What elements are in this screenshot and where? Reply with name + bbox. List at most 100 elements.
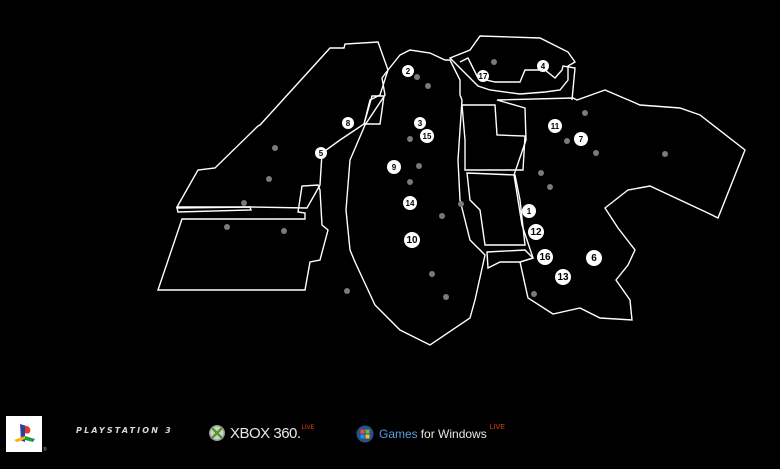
item-dot bbox=[416, 163, 422, 169]
map-marker-label: 11 bbox=[551, 122, 560, 131]
map-region-bridge bbox=[466, 172, 526, 246]
map-marker-circle[interactable] bbox=[537, 249, 553, 265]
item-dot bbox=[458, 201, 464, 207]
map-marker-label: 8 bbox=[346, 119, 351, 128]
playstation-logo-icon bbox=[6, 416, 42, 452]
map-region-top-loop bbox=[448, 35, 577, 95]
item-dot bbox=[224, 224, 230, 230]
item-dots bbox=[224, 59, 668, 300]
map-marker-label: 6 bbox=[591, 253, 597, 264]
map-marker-circle[interactable] bbox=[537, 60, 549, 72]
item-dot bbox=[272, 145, 278, 151]
map-marker-circle[interactable] bbox=[387, 160, 401, 174]
item-dot bbox=[407, 136, 413, 142]
item-dot bbox=[281, 228, 287, 234]
gfw-live-label: LIVE bbox=[489, 424, 505, 431]
playstation-symbol-icon bbox=[6, 416, 42, 452]
map-marker-6[interactable]: 6 bbox=[586, 250, 602, 266]
playstation3-wordmark: PLAYSTATION 3 bbox=[76, 426, 173, 435]
map-marker-label: 13 bbox=[557, 272, 569, 283]
xbox-live-label: LIVE bbox=[301, 425, 315, 431]
map-marker-circle[interactable] bbox=[548, 119, 562, 133]
map-marker-circle[interactable] bbox=[528, 224, 544, 240]
map-marker-label: 7 bbox=[579, 135, 584, 144]
games-label: Games bbox=[379, 427, 418, 441]
map-marker-15[interactable]: 15 bbox=[420, 129, 434, 143]
map-marker-label: 15 bbox=[423, 132, 432, 141]
map-marker-circle[interactable] bbox=[477, 70, 489, 82]
map-marker-circle[interactable] bbox=[315, 147, 327, 159]
map-region-lower-bridge bbox=[486, 249, 535, 270]
map-region-top-loop-inner bbox=[459, 57, 576, 101]
map-marker-label: 4 bbox=[541, 62, 546, 71]
map-marker-label: 3 bbox=[418, 119, 423, 128]
registered-mark: ® bbox=[43, 447, 47, 453]
map-marker-3[interactable]: 3 bbox=[414, 117, 426, 129]
map-marker-label: 14 bbox=[406, 199, 415, 208]
xbox360-wordmark: XBOX 360. bbox=[230, 424, 301, 442]
map-region-left-strip bbox=[175, 41, 389, 209]
map-marker-circle[interactable] bbox=[402, 65, 414, 77]
map-region-east bbox=[496, 89, 746, 321]
map-marker-7[interactable]: 7 bbox=[574, 132, 588, 146]
map-marker-label: 1 bbox=[527, 207, 532, 216]
item-dot bbox=[593, 150, 599, 156]
item-dot bbox=[241, 200, 247, 206]
map-marker-label: 9 bbox=[392, 163, 397, 172]
map-marker-circle[interactable] bbox=[420, 129, 434, 143]
map-marker-circle[interactable] bbox=[414, 117, 426, 129]
xbox-orb-icon bbox=[209, 425, 225, 441]
map-marker-11[interactable]: 11 bbox=[548, 119, 562, 133]
map-marker-label: 5 bbox=[319, 149, 324, 158]
item-dot bbox=[344, 288, 350, 294]
map-marker-14[interactable]: 14 bbox=[403, 196, 417, 210]
windows-orb-icon bbox=[356, 425, 374, 443]
item-dot bbox=[414, 74, 420, 80]
map-region-central bbox=[345, 49, 486, 346]
map-marker-10[interactable]: 10 bbox=[404, 232, 420, 248]
games-for-windows-live-logo: Games for Windows LIVE bbox=[356, 424, 505, 443]
map-marker-9[interactable]: 9 bbox=[387, 160, 401, 174]
map-marker-circle[interactable] bbox=[403, 196, 417, 210]
item-dot bbox=[547, 184, 553, 190]
map-marker-circle[interactable] bbox=[574, 132, 588, 146]
map-marker-1[interactable]: 1 bbox=[522, 204, 536, 218]
item-dot bbox=[407, 179, 413, 185]
item-dot bbox=[564, 138, 570, 144]
map-marker-13[interactable]: 13 bbox=[555, 269, 571, 285]
item-dot bbox=[439, 213, 445, 219]
item-dot bbox=[662, 151, 668, 157]
item-dot bbox=[425, 83, 431, 89]
map-marker-label: 16 bbox=[539, 252, 551, 263]
item-dot bbox=[538, 170, 544, 176]
map-marker-16[interactable]: 16 bbox=[537, 249, 553, 265]
map-marker-5[interactable]: 5 bbox=[315, 147, 327, 159]
map-marker-circle[interactable] bbox=[342, 117, 354, 129]
map-marker-8[interactable]: 8 bbox=[342, 117, 354, 129]
map-marker-label: 10 bbox=[406, 235, 418, 246]
map-marker-circle[interactable] bbox=[586, 250, 602, 266]
map-marker-4[interactable]: 4 bbox=[537, 60, 549, 72]
map-region-left-upper bbox=[176, 206, 252, 213]
xbox360-live-logo: XBOX 360. LIVE bbox=[208, 424, 315, 442]
map-marker-12[interactable]: 12 bbox=[528, 224, 544, 240]
item-dot bbox=[443, 294, 449, 300]
map-marker-circle[interactable] bbox=[404, 232, 420, 248]
item-dot bbox=[531, 291, 537, 297]
map-marker-circle[interactable] bbox=[555, 269, 571, 285]
map-marker-label: 2 bbox=[406, 67, 411, 76]
map-region-mid-block bbox=[461, 104, 526, 171]
for-windows-label: for Windows bbox=[420, 427, 487, 441]
map-marker-2[interactable]: 2 bbox=[402, 65, 414, 77]
item-dot bbox=[582, 110, 588, 116]
item-dot bbox=[266, 176, 272, 182]
item-dot bbox=[491, 59, 497, 65]
map-region-left-lower bbox=[157, 184, 329, 291]
map-marker-label: 12 bbox=[530, 227, 542, 238]
map-marker-17[interactable]: 17 bbox=[477, 70, 489, 82]
map-marker-label: 17 bbox=[479, 72, 488, 81]
platform-footer: ® PLAYSTATION 3 XBOX 360. LIVE Games for… bbox=[0, 410, 780, 469]
item-dot bbox=[429, 271, 435, 277]
map-marker-circle[interactable] bbox=[522, 204, 536, 218]
